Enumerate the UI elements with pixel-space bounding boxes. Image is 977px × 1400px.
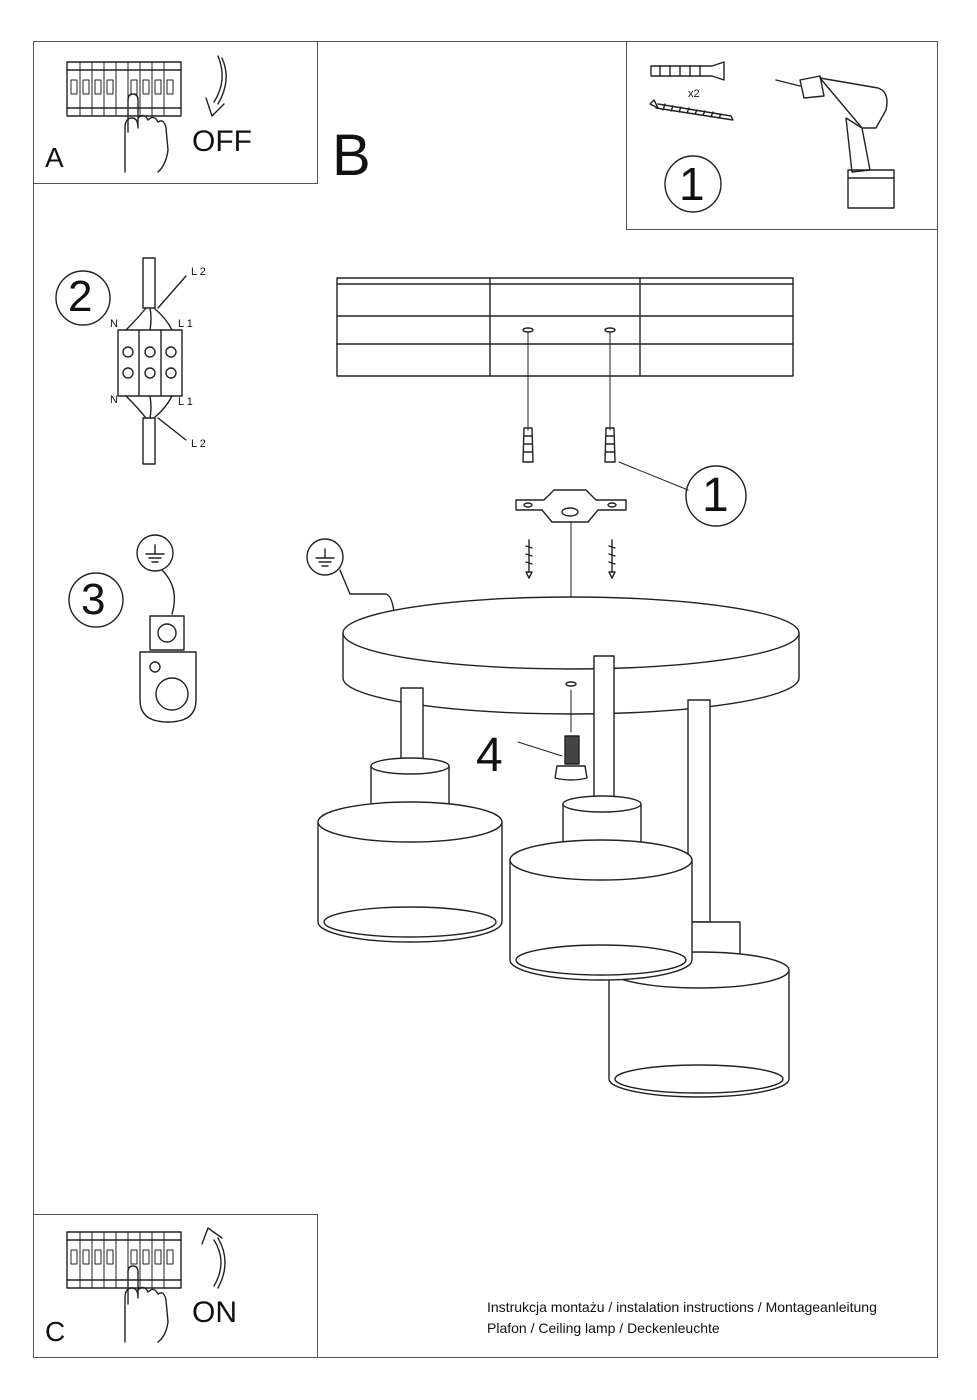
panel-c-frame [33, 1214, 318, 1358]
off-label: OFF [192, 125, 252, 158]
wiring-label-n-bottom: N [110, 394, 118, 406]
off-arrow-icon [205, 55, 227, 117]
hand-icon [124, 93, 169, 173]
panel-c-letter: C [45, 1316, 66, 1347]
bulb-step-number: 4 [476, 729, 503, 782]
wiring-diagram [55, 257, 187, 465]
tools-step-circle [664, 155, 722, 213]
bracket-screws [525, 539, 616, 579]
tools-quantity: x2 [688, 88, 700, 100]
screw-icon [649, 99, 734, 121]
breaker-board-icon [66, 61, 182, 117]
wiring-label-n-top: N [110, 318, 118, 330]
canopy-base [342, 596, 800, 715]
outer-frame [33, 41, 938, 1358]
wiring-label-l1-top: L 1 [178, 318, 193, 330]
on-arrow-icon [201, 1227, 226, 1289]
mounting-step-number: 1 [702, 469, 729, 522]
panel-b-letter: B [332, 123, 371, 188]
hand-c-icon [124, 1265, 169, 1343]
footer-line-2: Plafon / Ceiling lamp / Deckenleuchte [487, 1320, 720, 1336]
mounting-bracket [515, 489, 627, 523]
callout-line-1 [618, 461, 689, 491]
bulb-detail [517, 681, 588, 781]
canopy-ground-icon [306, 538, 395, 613]
wiring-label-l2-top: L 2 [191, 266, 206, 278]
wiring-step-number: 2 [68, 272, 93, 321]
on-label: ON [192, 1296, 237, 1329]
ceiling-beams [336, 277, 794, 377]
ground-step-number: 3 [81, 575, 106, 624]
lamp-shade-center [509, 655, 693, 981]
ground-detail [68, 534, 197, 723]
tools-panel-frame [626, 41, 938, 230]
wall-plug-icon [650, 61, 725, 81]
breaker-board-c-icon [66, 1231, 182, 1289]
lamp-shade-left [317, 687, 503, 943]
mounting-step-circle [685, 465, 747, 527]
panel-a-letter: A [45, 142, 64, 173]
tools-step-number: 1 [679, 158, 705, 210]
wiring-label-l2-bottom: L 2 [191, 438, 206, 450]
wall-plugs [522, 427, 616, 463]
panel-a-frame [33, 41, 318, 184]
wiring-label-l1-bottom: L 1 [178, 396, 193, 408]
footer-line-1: Instrukcja montażu / instalation instruc… [487, 1299, 877, 1315]
ground-symbol-icon [136, 534, 174, 572]
drill-icon [775, 75, 895, 209]
